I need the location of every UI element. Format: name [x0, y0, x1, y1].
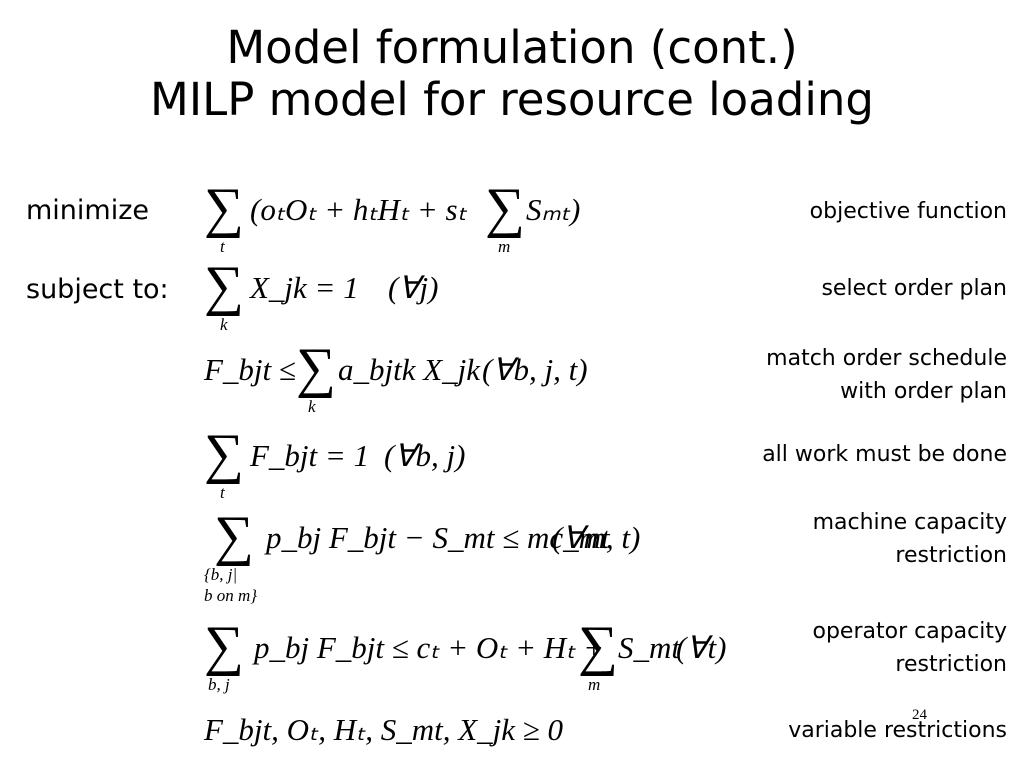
match-quantifier: (∀b, j, t) — [482, 352, 588, 387]
machine-line-2: restriction — [895, 543, 1007, 568]
sum-limit: k — [220, 315, 228, 334]
match-order-schedule-label: match order schedule with order plan — [687, 342, 1007, 408]
match-line-2: with order plan — [840, 379, 1007, 404]
select-plan-quantifier: (∀j) — [388, 270, 439, 305]
machine-body: p_bj F_bjt − S_mt ≤ mc_mt — [266, 520, 610, 555]
sum-limit: t — [220, 237, 225, 256]
page-number: 24 — [912, 707, 927, 723]
select-plan-text: select order plan — [821, 276, 1007, 301]
sum-limit-line-1: {b, j| — [204, 565, 238, 584]
sum-limit: t — [220, 483, 225, 502]
title-line-1: Model formulation (cont.) — [226, 21, 798, 74]
operator-body: p_bj F_bjt ≤ cₜ + Oₜ + Hₜ + — [254, 630, 605, 665]
select-plan-equation: ∑ k X_jk = 1 (∀j) — [200, 258, 500, 338]
operator-body-2: S_mt — [618, 630, 680, 665]
objective-function-label: objective function — [687, 195, 1007, 228]
variable-text: variable restrictions — [788, 718, 1007, 743]
variable-restrictions-label: variable restrictions — [687, 714, 1007, 747]
all-work-quantifier: (∀b, j) — [384, 438, 466, 473]
machine-quantifier: (∀m, t) — [552, 520, 641, 555]
variable-body: F_bjt, Oₜ, Hₜ, S_mt, X_jk ≥ 0 — [204, 712, 564, 747]
sum-symbol: ∑ — [214, 505, 254, 567]
operator-quantifier: (∀t) — [676, 630, 727, 665]
inner-sum-limit: m — [498, 237, 511, 256]
sum-limit: k — [308, 397, 316, 416]
match-body: F_bjt ≤ — [204, 352, 296, 387]
all-work-body: F_bjt = 1 — [250, 438, 370, 473]
objective-equation: ∑ t (oₜOₜ + hₜHₜ + sₜ ∑ m Sₘₜ) — [200, 180, 620, 260]
sum-symbol: ∑ — [204, 423, 244, 485]
slide-title: Model formulation (cont.) MILP model for… — [0, 22, 1024, 126]
select-plan-body: X_jk = 1 — [250, 270, 359, 305]
variable-equation: F_bjt, Oₜ, Hₜ, S_mt, X_jk ≥ 0 — [200, 702, 600, 752]
sum-symbol: ∑ — [296, 337, 336, 399]
all-work-text: all work must be done — [762, 442, 1007, 467]
sum-limit-line-2: b on m} — [204, 586, 258, 605]
second-sum-limit: m — [588, 675, 601, 694]
minimize-label: minimize — [26, 195, 150, 226]
objective-body: (oₜOₜ + hₜHₜ + sₜ — [250, 192, 467, 227]
operator-line-2: restriction — [895, 652, 1007, 677]
sum-limit: b, j — [208, 675, 230, 694]
all-work-label: all work must be done — [687, 438, 1007, 471]
sum-symbol: ∑ — [204, 615, 244, 677]
operator-capacity-label: operator capacity restriction — [687, 615, 1008, 681]
match-equation: F_bjt ≤ ∑ k a_bjtk X_jk (∀b, j, t) — [200, 340, 620, 420]
select-order-plan-label: select order plan — [687, 272, 1007, 305]
machine-line-1: machine capacity — [812, 510, 1007, 535]
objective-text: objective function — [809, 199, 1007, 224]
all-work-equation: ∑ t F_bjt = 1 (∀b, j) — [200, 426, 500, 506]
title-line-2: MILP model for resource loading — [150, 73, 874, 126]
objective-inner-body: Sₘₜ) — [526, 192, 581, 227]
second-sum-symbol: ∑ — [578, 615, 618, 677]
operator-equation: ∑ b, j p_bj F_bjt ≤ cₜ + Oₜ + Hₜ + ∑ m S… — [200, 618, 740, 698]
subject-to-label: subject to: — [26, 274, 169, 305]
match-line-1: match order schedule — [766, 346, 1007, 371]
machine-equation: ∑ {b, j| b on m} p_bj F_bjt − S_mt ≤ mc_… — [200, 508, 670, 608]
operator-line-1: operator capacity — [812, 619, 1008, 644]
inner-sum-symbol: ∑ — [485, 177, 525, 239]
sum-symbol: ∑ — [204, 255, 244, 317]
sum-symbol: ∑ — [204, 177, 244, 239]
match-body-2: a_bjtk X_jk — [338, 352, 481, 387]
machine-capacity-label: machine capacity restriction — [687, 506, 1007, 572]
